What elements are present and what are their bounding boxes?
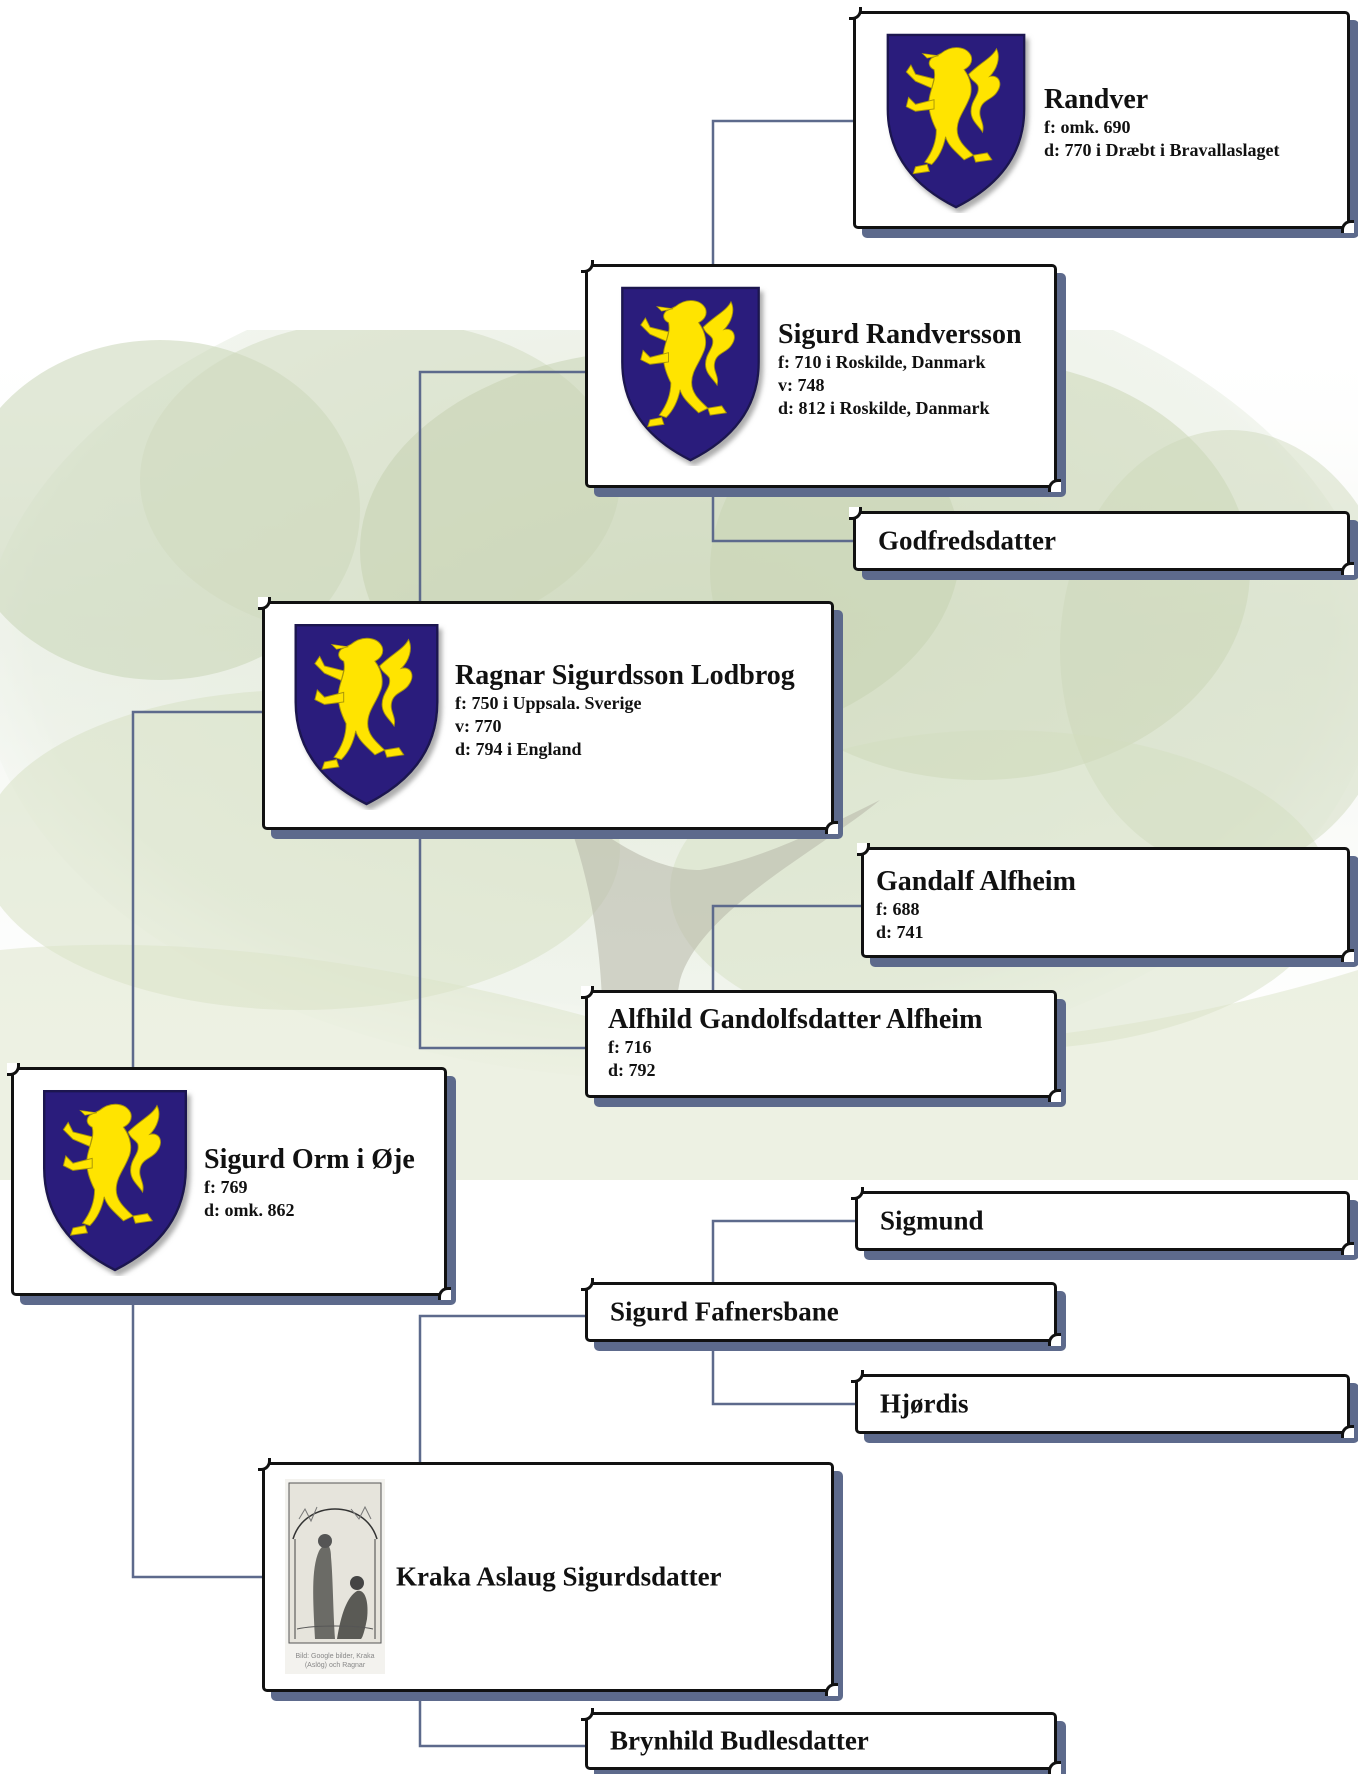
birth-date: f: 710 i Roskilde, Danmark — [778, 352, 986, 372]
death-date: d: 741 — [876, 922, 924, 942]
person-card-godfredsdatter[interactable]: Godfredsdatter — [849, 507, 1354, 575]
image-caption: Bild: Google bilder, Kraka (Aslög) och R… — [295, 1653, 375, 1669]
death-date: d: 812 i Roskilde, Danmark — [778, 398, 990, 418]
person-card-brynhild[interactable]: Brynhild Budlesdatter — [581, 1708, 1061, 1774]
engraving-portrait-icon: Bild: Google bilder, Kraka (Aslög) och R… — [285, 1479, 385, 1674]
person-name: Brynhild Budlesdatter — [610, 1725, 869, 1756]
person-card-gandalf[interactable]: Gandalf Alfheim f: 688 d: 741 — [857, 843, 1354, 962]
person-name: Sigurd Randversson — [778, 319, 1022, 350]
person-card-hjordis[interactable]: Hjørdis — [851, 1370, 1354, 1438]
person-card-sigmund[interactable]: Sigmund — [851, 1187, 1354, 1255]
coat-of-arms-icon — [608, 281, 773, 466]
person-name: Sigmund — [880, 1205, 984, 1236]
marriage-date: v: 770 — [455, 716, 502, 736]
birth-date: f: 769 — [204, 1177, 248, 1197]
person-name: Kraka Aslaug Sigurdsdatter — [396, 1561, 722, 1592]
person-name: Godfredsdatter — [878, 525, 1056, 556]
person-card-alfhild[interactable]: Alfhild Gandolfsdatter Alfheim f: 716 d:… — [581, 986, 1061, 1102]
person-card-sigurd-orm[interactable]: Sigurd Orm i Øje f: 769 d: omk. 862 — [7, 1063, 451, 1300]
birth-date: f: 688 — [876, 899, 920, 919]
person-name: Hjørdis — [880, 1388, 969, 1419]
death-date: d: omk. 862 — [204, 1200, 295, 1220]
person-card-randver[interactable]: Randver f: omk. 690 d: 770 i Dræbt i Bra… — [849, 7, 1354, 233]
coat-of-arms-icon — [876, 28, 1036, 213]
birth-date: f: 750 i Uppsala. Sverige — [455, 693, 642, 713]
death-date: d: 794 i England — [455, 739, 582, 759]
death-date: d: 792 — [608, 1060, 656, 1080]
person-name: Sigurd Orm i Øje — [204, 1144, 415, 1175]
person-name: Randver — [1044, 84, 1149, 115]
person-name: Alfhild Gandolfsdatter Alfheim — [608, 1004, 983, 1035]
coat-of-arms-icon — [34, 1084, 196, 1276]
marriage-date: v: 748 — [778, 375, 825, 395]
person-name: Sigurd Fafnersbane — [610, 1296, 839, 1327]
death-date: d: 770 i Dræbt i Bravallaslaget — [1044, 140, 1280, 160]
birth-date: f: omk. 690 — [1044, 117, 1131, 137]
birth-date: f: 716 — [608, 1037, 652, 1057]
person-name: Ragnar Sigurdsson Lodbrog — [455, 660, 795, 691]
person-card-kraka[interactable]: Bild: Google bilder, Kraka (Aslög) och R… — [258, 1458, 838, 1696]
person-card-sigurd-fafnersbane[interactable]: Sigurd Fafnersbane — [581, 1278, 1061, 1346]
person-name: Gandalf Alfheim — [876, 866, 1076, 897]
person-card-sigurd-randversson[interactable]: Sigurd Randversson f: 710 i Roskilde, Da… — [581, 260, 1061, 492]
coat-of-arms-icon — [285, 618, 448, 810]
person-card-ragnar[interactable]: Ragnar Sigurdsson Lodbrog f: 750 i Uppsa… — [258, 597, 838, 834]
